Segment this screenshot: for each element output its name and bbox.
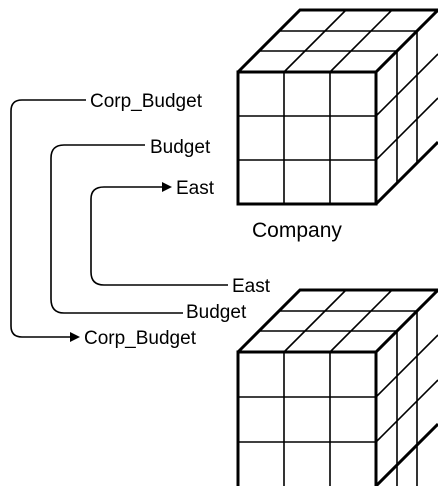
east-connector: [90, 182, 228, 286]
label-east-bottom: East: [232, 276, 271, 297]
bottom-cube-front-face: [236, 350, 378, 491]
budget-connector: [50, 144, 183, 314]
top-cube-top-face: [236, 8, 438, 74]
label-budget-top: Budget: [150, 137, 211, 158]
label-corp-budget-top: Corp_Budget: [90, 91, 203, 112]
label-budget-bottom: Budget: [186, 302, 247, 323]
bottom-cube: [236, 288, 438, 491]
top-cube-side-face: [374, 31, 438, 206]
top-cube-caption: Company: [252, 219, 342, 242]
east-arrowhead-icon: [162, 182, 172, 192]
corp-budget-connector: [10, 99, 86, 342]
top-cube-front-face: [236, 70, 378, 206]
bottom-cube-top-face: [236, 288, 438, 354]
corp-budget-arrowhead-icon: [70, 332, 80, 342]
bottom-cube-side-face: [374, 311, 438, 488]
label-east-top: East: [176, 178, 215, 199]
top-cube: Company: [236, 8, 438, 242]
label-corp-budget-bottom: Corp_Budget: [84, 328, 197, 349]
